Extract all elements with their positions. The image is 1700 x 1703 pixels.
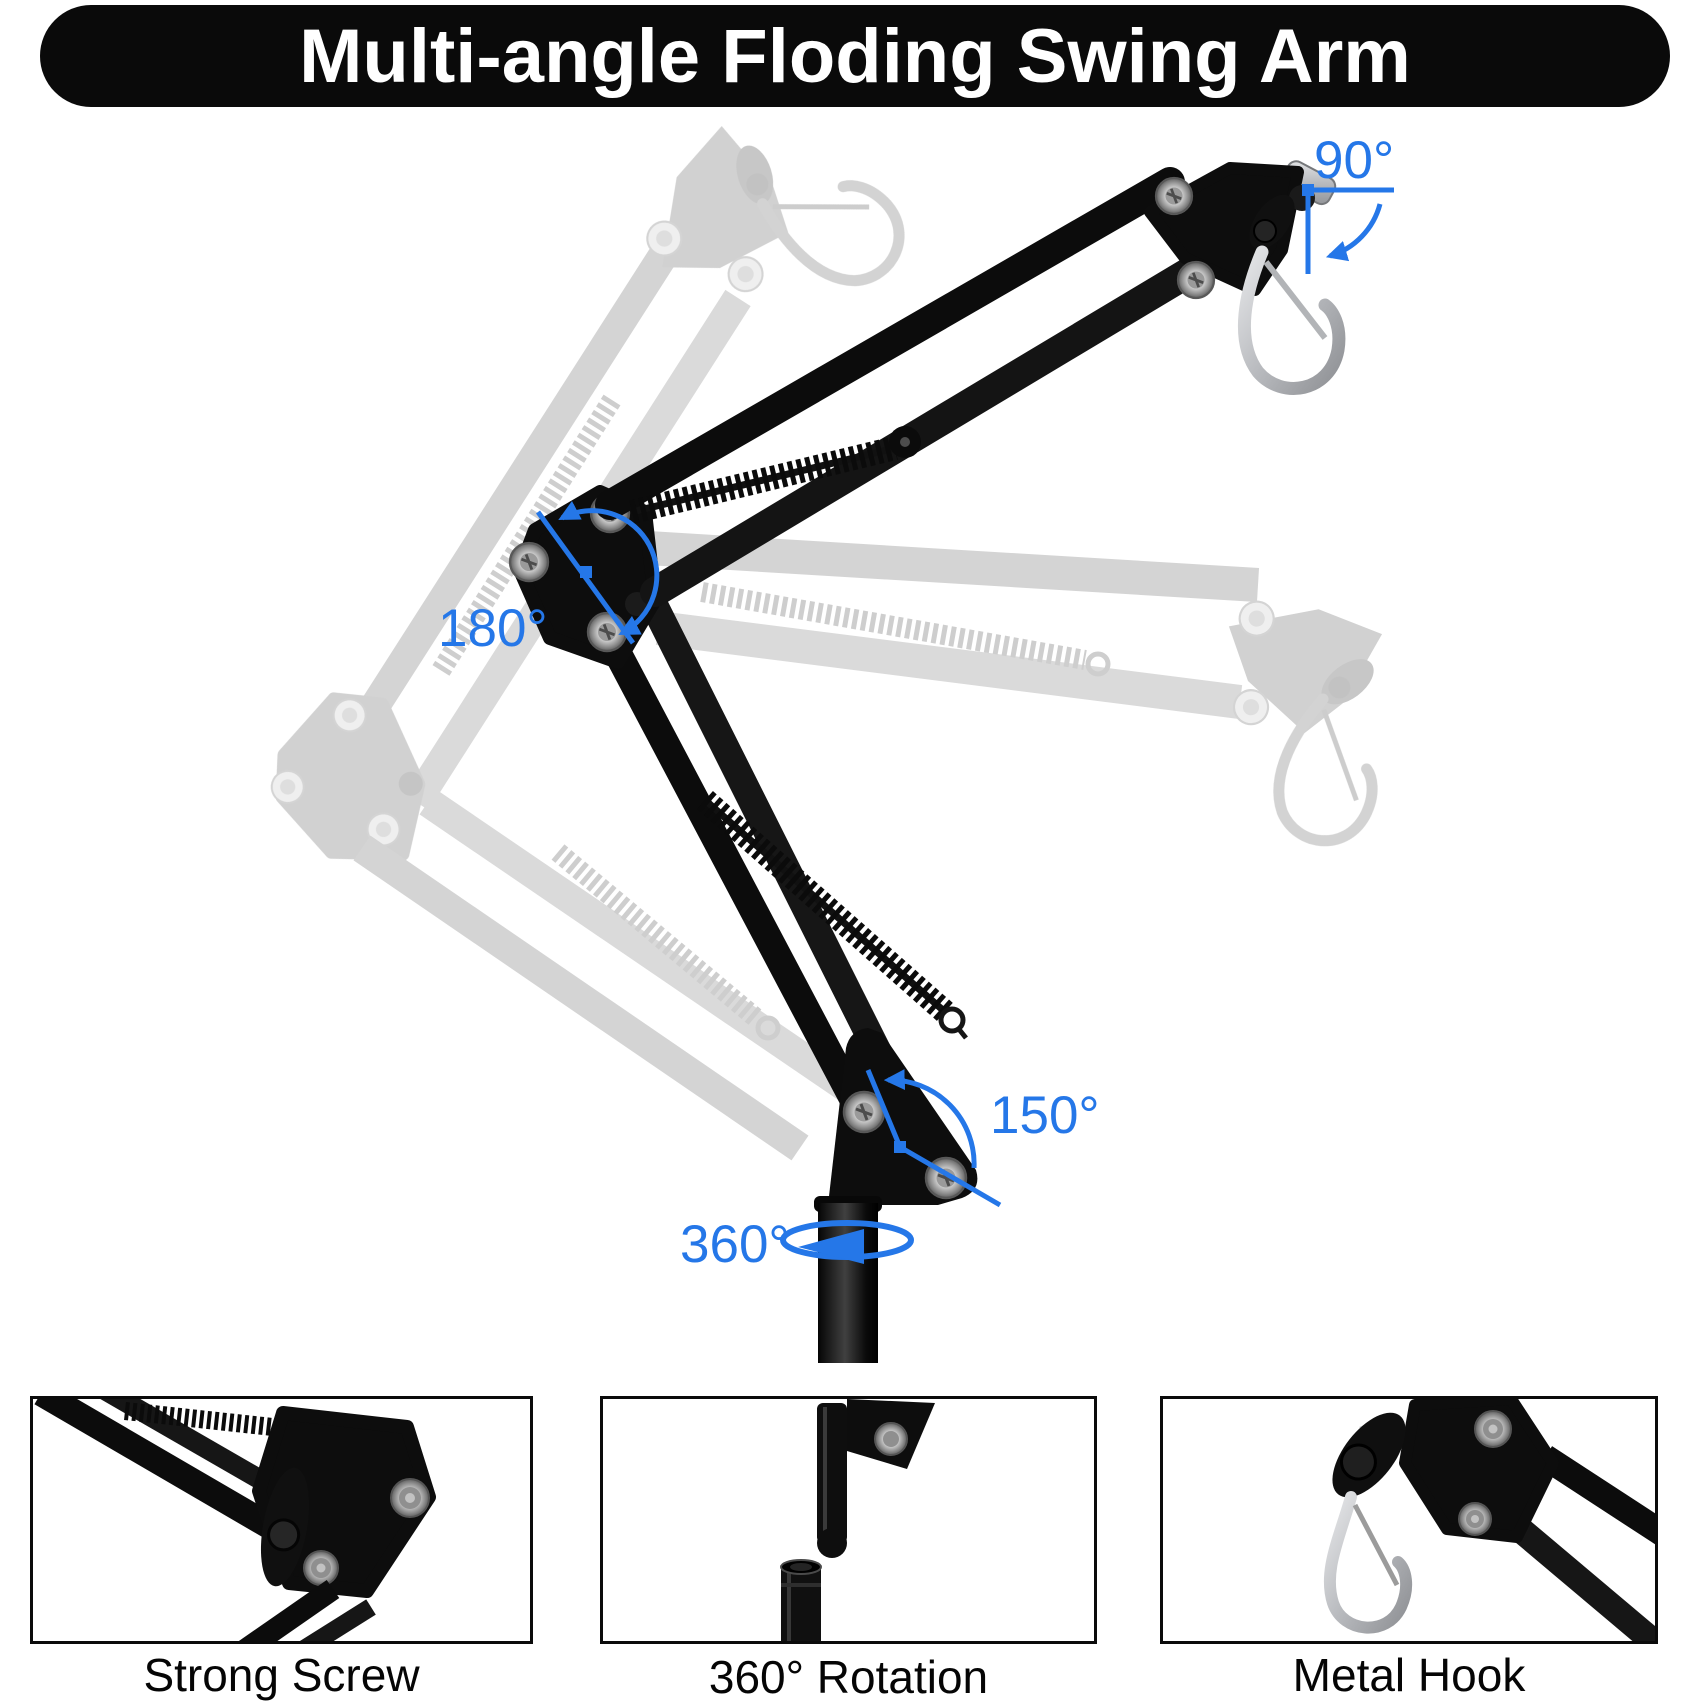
- metal-hook-closeup: [1323, 1399, 1655, 1641]
- closeup-hook-latch: [1352, 1503, 1400, 1587]
- ghost-right-spring: [700, 582, 1087, 670]
- strong-screw-closeup: [34, 1399, 436, 1641]
- angle-label-150: 150°: [990, 1086, 1100, 1145]
- ghost-arm-left: [266, 126, 905, 1161]
- angle-annotation-180: [535, 500, 660, 645]
- pole: [818, 1203, 878, 1363]
- closeup-screw-bottom: [303, 1550, 339, 1586]
- head-screw-top: [1154, 176, 1194, 216]
- spring-hook-ring: [938, 1006, 966, 1034]
- ghost-left-lower-bar-rear: [419, 789, 871, 1111]
- closeup-metal-hook: [1323, 1491, 1413, 1634]
- angle-annotation-150: [865, 1069, 1002, 1208]
- ghost-left-elbow: [266, 692, 426, 861]
- closeup-thumb-knob: [260, 1467, 310, 1587]
- page-title: Multi-angle Floding Swing Arm: [299, 13, 1411, 99]
- ghost-arm-right: [646, 531, 1383, 847]
- ghost-left-lower-bar-front: [353, 835, 809, 1161]
- ghost-left-hook: [757, 180, 905, 287]
- feature-panel-metal-hook: [1160, 1396, 1658, 1644]
- hook-latch: [1263, 260, 1328, 340]
- elbow-screw-bottom: [586, 611, 628, 653]
- elbow-screw-left: [508, 541, 550, 583]
- closeup-insert-rod: [817, 1403, 847, 1543]
- closeup-head-screw-top: [1474, 1410, 1512, 1448]
- angle-label-180: 180°: [438, 599, 548, 658]
- ghost-left-upper-bar-front: [339, 239, 681, 751]
- ghost-right-hook: [1273, 693, 1378, 847]
- metal-hook: [1237, 245, 1346, 395]
- feature-panel-strong-screw: [30, 1396, 533, 1644]
- ghost-left-lower-spring: [551, 844, 763, 1026]
- angle-label-90: 90°: [1314, 131, 1394, 190]
- closeup-head-plate: [1399, 1399, 1559, 1543]
- caption-strong-screw: Strong Screw: [143, 1649, 420, 1701]
- upper-arm-spring: [629, 436, 898, 524]
- lower-arm-bar-front: [593, 619, 872, 1122]
- closeup-pole-tube: [780, 1559, 822, 1641]
- angle-label-360: 360°: [680, 1215, 790, 1274]
- feature-panel-rotation: [600, 1396, 1097, 1644]
- rotation-closeup: [780, 1399, 935, 1641]
- ghost-right-head: [1228, 596, 1383, 847]
- head-screw-bottom: [1176, 260, 1216, 300]
- closeup-hook-clamp: [1332, 1412, 1406, 1498]
- solid-arm: [508, 160, 1346, 1363]
- upper-arm-bar-bottom: [640, 253, 1211, 607]
- ghost-right-bottom-bar: [655, 611, 1243, 719]
- angle-annotation-360: [780, 1220, 914, 1264]
- ghost-left-head: [639, 126, 905, 300]
- caption-360-rotation: 360° Rotation: [708, 1651, 989, 1703]
- ghost-right-top-bar: [646, 531, 1260, 602]
- angle-annotation-90: [1302, 184, 1394, 274]
- title-banner: Multi-angle Floding Swing Arm: [40, 5, 1670, 107]
- caption-metal-hook: Metal Hook: [1292, 1649, 1526, 1701]
- upper-arm-bar-top: [595, 167, 1185, 520]
- closeup-spring: [124, 1402, 292, 1438]
- arm-head: [1144, 160, 1346, 395]
- closeup-screw-right: [390, 1478, 430, 1518]
- closeup-head-screw-bottom: [1458, 1502, 1492, 1536]
